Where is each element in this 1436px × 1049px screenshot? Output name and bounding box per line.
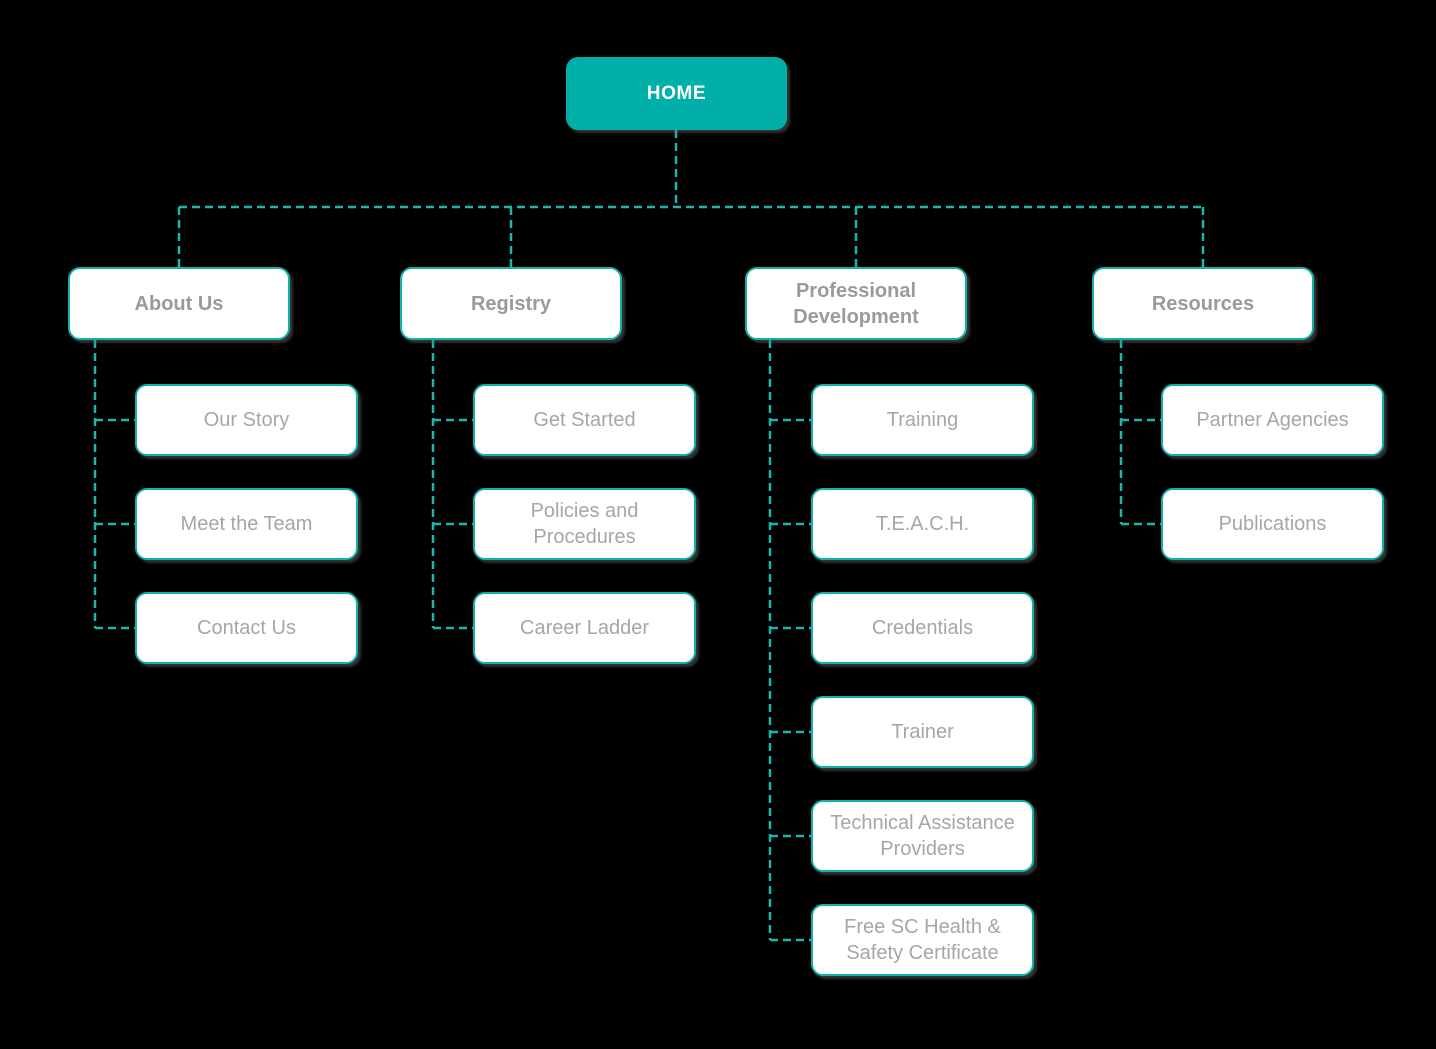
- node-home[interactable]: HOME: [566, 57, 787, 130]
- node-about-us[interactable]: About Us: [68, 267, 290, 340]
- node-registry[interactable]: Registry: [400, 267, 622, 340]
- node-publications[interactable]: Publications: [1161, 488, 1384, 560]
- node-training[interactable]: Training: [811, 384, 1034, 456]
- node-resources[interactable]: Resources: [1092, 267, 1314, 340]
- node-career-ladder[interactable]: Career Ladder: [473, 592, 696, 664]
- node-contact-us[interactable]: Contact Us: [135, 592, 358, 664]
- node-t-e-a-c-h[interactable]: T.E.A.C.H.: [811, 488, 1034, 560]
- node-technical-assistance-providers[interactable]: Technical Assistance Providers: [811, 800, 1034, 872]
- node-professional-development[interactable]: Professional Development: [745, 267, 967, 340]
- node-meet-the-team[interactable]: Meet the Team: [135, 488, 358, 560]
- node-free-sc-health-safety-certificate[interactable]: Free SC Health & Safety Certificate: [811, 904, 1034, 976]
- node-partner-agencies[interactable]: Partner Agencies: [1161, 384, 1384, 456]
- node-our-story[interactable]: Our Story: [135, 384, 358, 456]
- node-trainer[interactable]: Trainer: [811, 696, 1034, 768]
- node-credentials[interactable]: Credentials: [811, 592, 1034, 664]
- node-get-started[interactable]: Get Started: [473, 384, 696, 456]
- node-policies-and-procedures[interactable]: Policies and Procedures: [473, 488, 696, 560]
